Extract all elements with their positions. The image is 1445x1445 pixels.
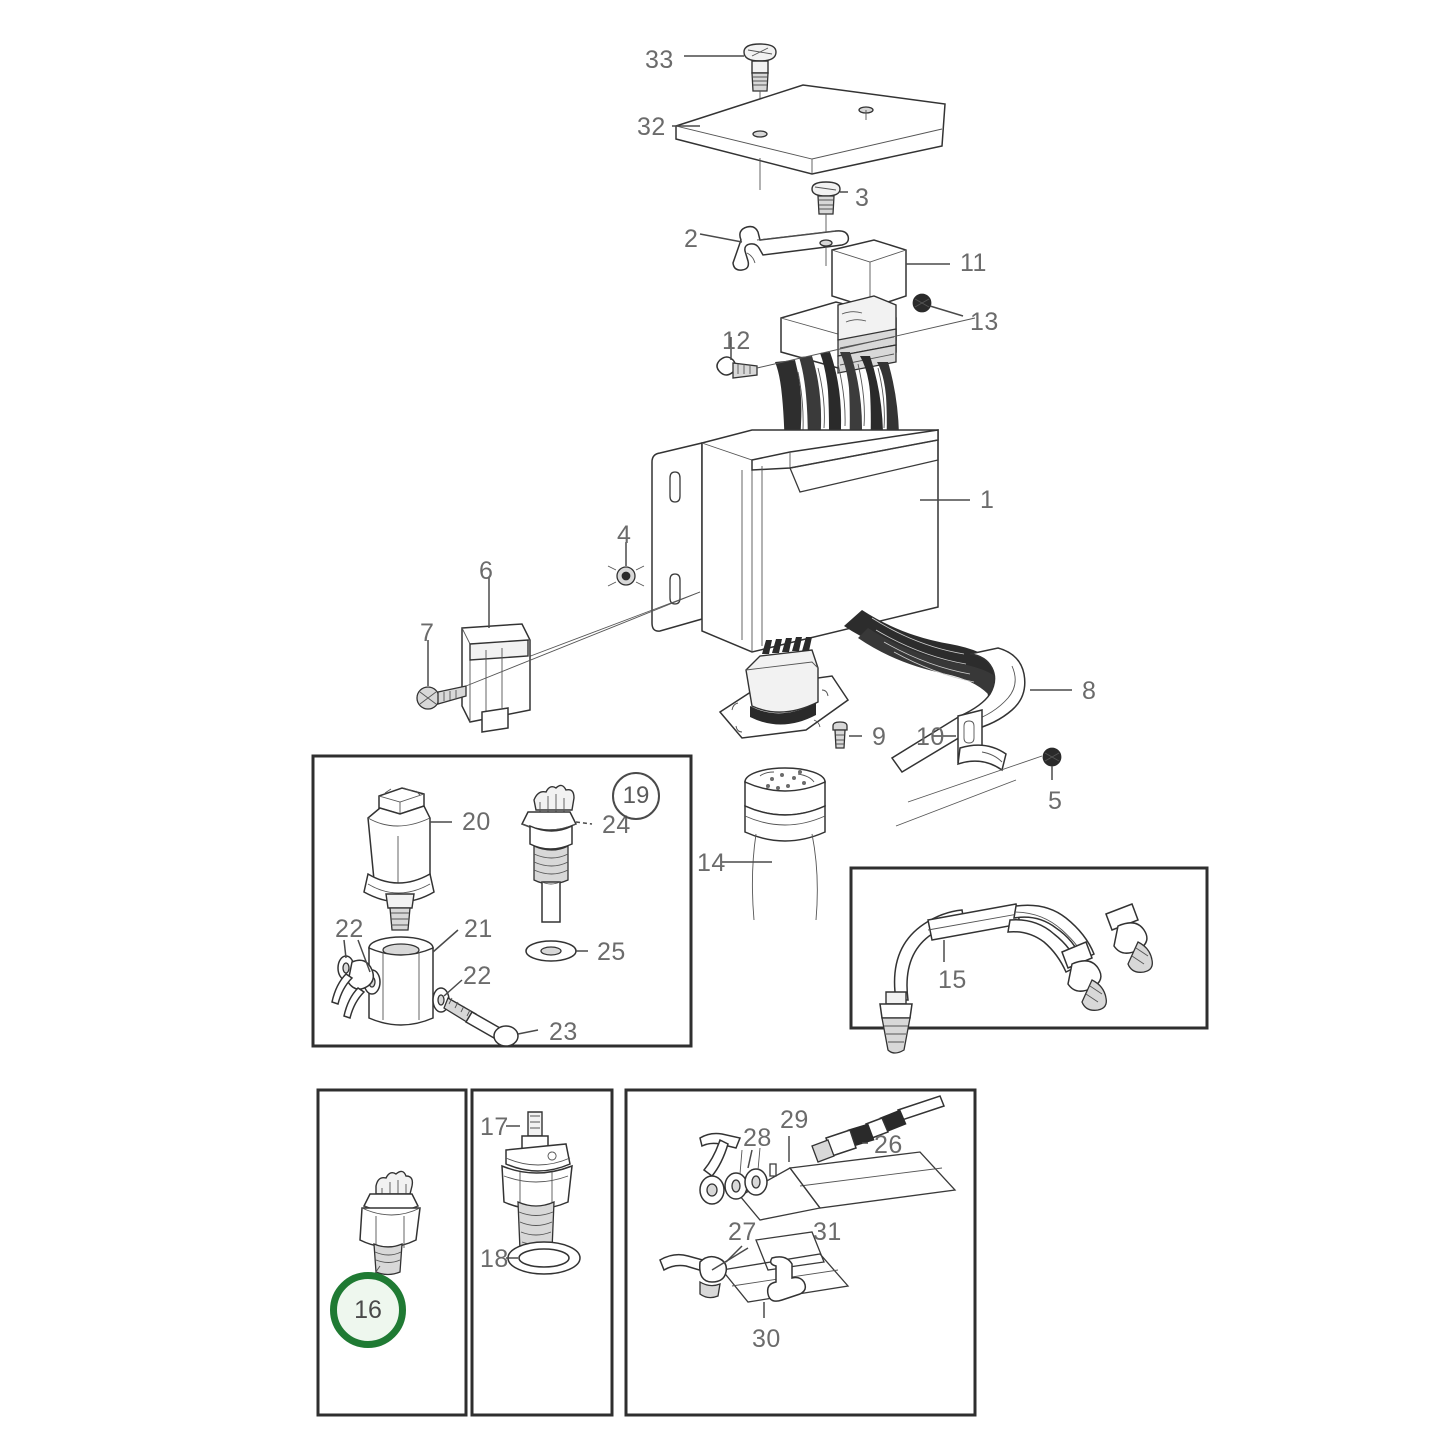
callout-30: 30: [752, 1325, 781, 1353]
callout-33: 33: [645, 46, 674, 74]
callout-27: 27: [728, 1218, 757, 1246]
align-5b: [895, 779, 1017, 827]
leader-13: [929, 305, 964, 317]
panel-26-frame: [624, 1088, 977, 1417]
callout-23: 23: [549, 1018, 578, 1046]
engine-rail-upper: [738, 1151, 957, 1221]
part-5-nut: [1042, 747, 1062, 767]
leader-23: [517, 1029, 539, 1035]
callout-29: 29: [780, 1106, 809, 1134]
group-badge-19: 19: [612, 772, 660, 820]
part-6-relay-module: [461, 623, 531, 733]
part-8-wiring-harness: [844, 610, 1026, 773]
part-21-adapter-tee: [368, 936, 434, 1026]
part-3-screw: [811, 181, 841, 247]
part-20-oil-pressure-sender: [363, 787, 435, 931]
leader-21: [432, 929, 459, 953]
callout-31: 31: [813, 1218, 842, 1246]
part-26-glow-plug: [811, 1095, 945, 1163]
part-25-washer: [525, 940, 577, 962]
connector-socket: [718, 637, 850, 739]
leader-2: [699, 233, 743, 243]
align-12: [756, 317, 976, 369]
part-23-banjo-bolt: [443, 997, 519, 1047]
callout-32: 32: [637, 113, 666, 141]
callout-9: 9: [872, 723, 887, 751]
callout-7: 7: [420, 619, 435, 647]
callout-8: 8: [1082, 677, 1097, 705]
leader-22b: [443, 979, 463, 997]
part-17-temperature-switch: [501, 1111, 573, 1255]
highlighted-part-16[interactable]: 16: [330, 1272, 406, 1348]
part-28-29-connectors: [699, 1132, 777, 1205]
callout-17: 17: [480, 1113, 509, 1141]
callout-3: 3: [855, 184, 870, 212]
callout-20: 20: [462, 808, 491, 836]
callout-5: 5: [1048, 787, 1063, 815]
part-32-cover-plate: [675, 84, 946, 175]
callout-12: 12: [722, 327, 751, 355]
leader-22a: [343, 939, 347, 959]
part-10-clamp: [957, 709, 1007, 772]
callout-2: 2: [684, 225, 699, 253]
callout-4: 4: [617, 521, 632, 549]
part-2-bracket: [732, 225, 850, 271]
callout-22-right: 22: [463, 962, 492, 990]
leader-27: [725, 1245, 743, 1263]
align-6: [465, 591, 701, 687]
part-16-oil-pressure-switch: [359, 1170, 421, 1276]
part-14-connector-cap: [744, 767, 826, 921]
panel-17-frame: [470, 1088, 614, 1417]
callout-28: 28: [743, 1124, 772, 1152]
callout-21: 21: [464, 915, 493, 943]
part-13-nut: [912, 293, 932, 313]
part-24-temperature-sender: [520, 784, 578, 923]
callout-14: 14: [697, 849, 726, 877]
callout-1: 1: [980, 486, 995, 514]
callout-13: 13: [970, 308, 999, 336]
part-11-relay: [831, 239, 907, 309]
callout-6: 6: [479, 557, 494, 585]
part-4-nut: [607, 565, 645, 587]
leader-22a2: [357, 939, 371, 973]
leader-24: [575, 821, 593, 825]
callout-26: 26: [874, 1131, 903, 1159]
part-18-sealing-ring: [507, 1241, 581, 1275]
part-1-control-box: [651, 429, 939, 653]
callout-11: 11: [960, 249, 987, 277]
leader-28: [747, 1149, 753, 1169]
panel-16-frame: [316, 1088, 468, 1417]
callout-15: 15: [938, 966, 967, 994]
part-27-31-sensor: [659, 1253, 807, 1302]
callout-18: 18: [480, 1245, 509, 1273]
part-7-screw: [416, 685, 467, 710]
part-15-ignition-lead-set: [879, 903, 1153, 1054]
callout-22-left: 22: [335, 915, 364, 943]
part-12-clip: [716, 356, 758, 379]
panel-15-frame: [849, 866, 1209, 1030]
align-4: [519, 591, 701, 661]
align-5: [907, 755, 1043, 803]
part-22-washers-left: [331, 955, 381, 1019]
callout-10: 10: [916, 723, 945, 751]
part-9-screw: [832, 721, 848, 749]
part-fuse-block: [780, 295, 897, 374]
callout-25: 25: [597, 938, 626, 966]
